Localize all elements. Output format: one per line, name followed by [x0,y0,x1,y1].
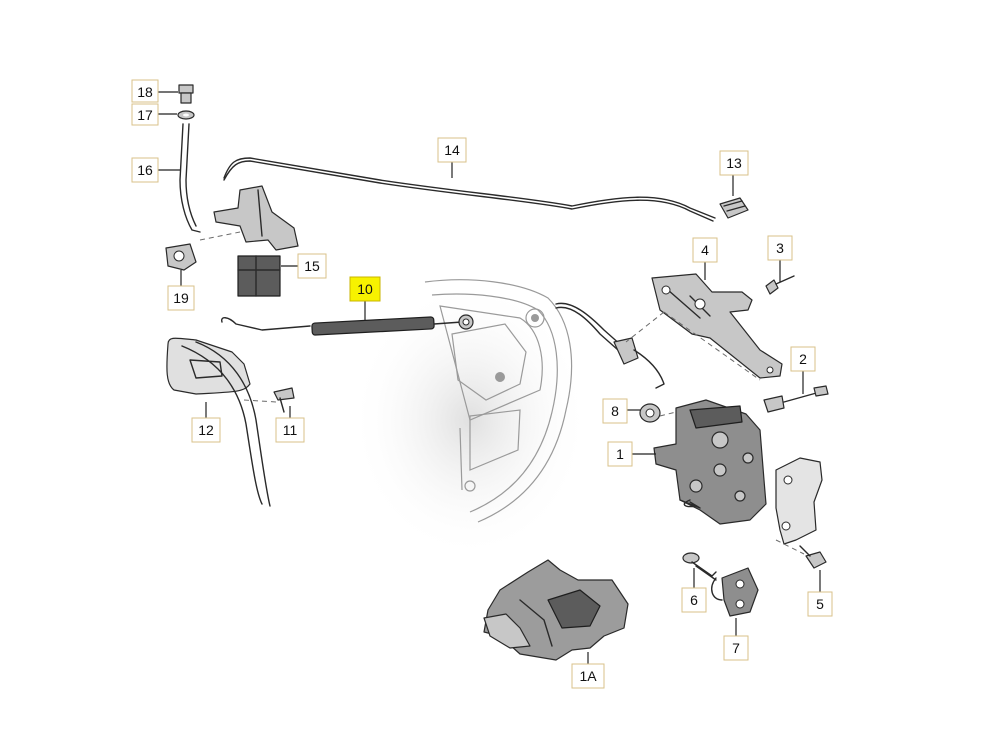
callout-text-15: 15 [304,258,320,274]
callout-label-14: 14 [437,137,467,163]
lock-cover-1A [483,559,629,661]
door-lock-1 [653,399,767,525]
bolt-6 [682,552,717,581]
callout-text-16: 16 [137,162,153,178]
callout-text-17: 17 [137,107,153,123]
bolt-18 [178,84,194,104]
callout-text-4: 4 [701,242,709,258]
callout-text-5: 5 [816,596,824,612]
callout-label-19: 19 [167,285,195,311]
callout-text-1: 1 [616,446,624,462]
washer-17 [177,110,195,120]
callout-label-12: 12 [191,417,221,443]
callout-label-7: 7 [723,635,749,661]
lock-cable [555,302,665,389]
clip-19 [165,243,197,271]
callout-label-6: 6 [681,587,707,613]
callout-label-11: 11 [275,417,305,443]
bracket-15 [199,185,299,297]
screw-2 [763,385,829,413]
cable-10 [221,314,474,336]
door-inner-panel [350,279,590,560]
callout-text-11: 11 [283,422,298,438]
callout-label-16: 16 [131,157,159,183]
callout-text-6: 6 [690,592,698,608]
callout-text-12: 12 [198,422,214,438]
callout-label-10: 10 [349,276,381,302]
clip-13 [719,197,749,219]
rod-14 [223,157,716,222]
callout-label-18: 18 [131,79,159,103]
bracket-4 [625,273,783,381]
callout-label-2: 2 [790,346,816,372]
callout-text-19: 19 [173,290,189,306]
leader-lines [158,91,821,664]
callout-label-5: 5 [807,591,833,617]
callout-text-3: 3 [776,240,784,256]
callout-text-18: 18 [137,84,153,100]
callout-label-1A: 1A [571,663,605,689]
callout-text-10: 10 [357,281,373,297]
callout-text-1A: 1A [579,668,597,684]
callout-text-14: 14 [444,142,460,158]
grommet-8 [639,403,661,423]
callout-text-2: 2 [799,351,807,367]
callout-label-13: 13 [719,150,749,176]
screw-5 [775,539,827,569]
lock-plate [775,457,823,545]
screw-3 [765,275,795,295]
callout-text-8: 8 [611,403,619,419]
screw-11 [273,387,295,413]
callout-label-8: 8 [602,398,628,424]
callout-text-13: 13 [726,155,742,171]
callout-label-4: 4 [692,237,718,263]
callout-label-15: 15 [297,253,327,279]
callout-text-7: 7 [732,640,740,656]
callout-label-17: 17 [131,103,159,126]
callout-label-3: 3 [767,235,793,261]
exterior-handle-12 [166,337,277,507]
callout-label-1: 1 [607,441,633,467]
striker-7 [711,567,759,617]
rod-16 [179,123,201,233]
